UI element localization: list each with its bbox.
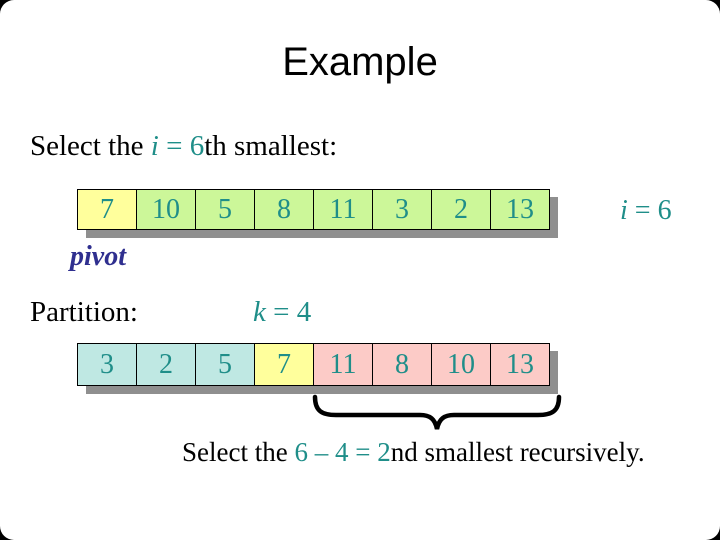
array-cell-value: 11 (329, 348, 357, 380)
array-cell-value: 13 (506, 348, 534, 380)
select-statement: Select the i = 6th smallest: (30, 130, 337, 163)
variable-i: i (150, 130, 159, 162)
array-cell-value: 3 (395, 193, 409, 225)
i-value: = 6 (158, 130, 205, 162)
array-cell: 5 (195, 343, 255, 386)
array-cell-value: 2 (159, 348, 173, 380)
k-equals-4-label: k = 4 (253, 296, 311, 329)
array-cell: 11 (313, 343, 373, 386)
i-value: = 6 (627, 195, 672, 226)
array-cell-value: 7 (277, 348, 291, 380)
array-cell-value: 8 (277, 193, 291, 225)
recurse-prefix: Select the (182, 437, 295, 467)
partitioned-array: 3 2 5 7 11 8 10 (77, 343, 550, 386)
array-cell-value: 8 (395, 348, 409, 380)
select-statement-suffix: th smallest: (204, 130, 338, 162)
array-cell: 7 (254, 343, 314, 386)
six-minus-four-highlight: 6 – 4 = 2 (294, 437, 391, 467)
array-cell-value: 11 (329, 193, 357, 225)
array-cell: 13 (490, 189, 550, 230)
select-statement-prefix: Select the (30, 130, 151, 162)
array-cell: 10 (431, 343, 491, 386)
array-cell: 3 (77, 343, 137, 386)
recurse-suffix: nd smallest recursively. (390, 437, 645, 467)
curly-brace-icon (312, 394, 562, 430)
partition-label: Partition: (30, 296, 138, 328)
i-equals-6-highlight: i = 6 (151, 130, 204, 162)
array-cell: 5 (195, 189, 255, 230)
variable-i: i (620, 195, 628, 226)
array-cell-value: 5 (218, 193, 232, 225)
i-equals-6-side-label: i = 6 (620, 195, 672, 227)
array-cell-value: 3 (100, 348, 114, 380)
array-cell-value: 10 (447, 348, 475, 380)
array-cell: 13 (490, 343, 550, 386)
array-cell-value: 2 (454, 193, 468, 225)
array-cell: 10 (136, 189, 196, 230)
array-cell: 11 (313, 189, 373, 230)
array-cell-value: 5 (218, 348, 232, 380)
array-cell: 2 (136, 343, 196, 386)
array-cell: 8 (254, 189, 314, 230)
array-cell: 8 (372, 343, 432, 386)
recurse-statement: Select the 6 – 4 = 2nd smallest recursiv… (182, 437, 645, 468)
array-cell-value: 13 (506, 193, 534, 225)
variable-k: k (253, 296, 266, 328)
array-cell-value: 7 (100, 193, 114, 225)
array-cell: 2 (431, 189, 491, 230)
k-value: = 4 (265, 296, 312, 328)
input-array: 7 10 5 8 11 3 2 (77, 189, 550, 230)
array-cell: 3 (372, 189, 432, 230)
array-cell-value: 10 (152, 193, 180, 225)
array-cell: 7 (77, 189, 137, 230)
slide-title: Example (282, 40, 438, 84)
pivot-label: pivot (70, 241, 126, 272)
